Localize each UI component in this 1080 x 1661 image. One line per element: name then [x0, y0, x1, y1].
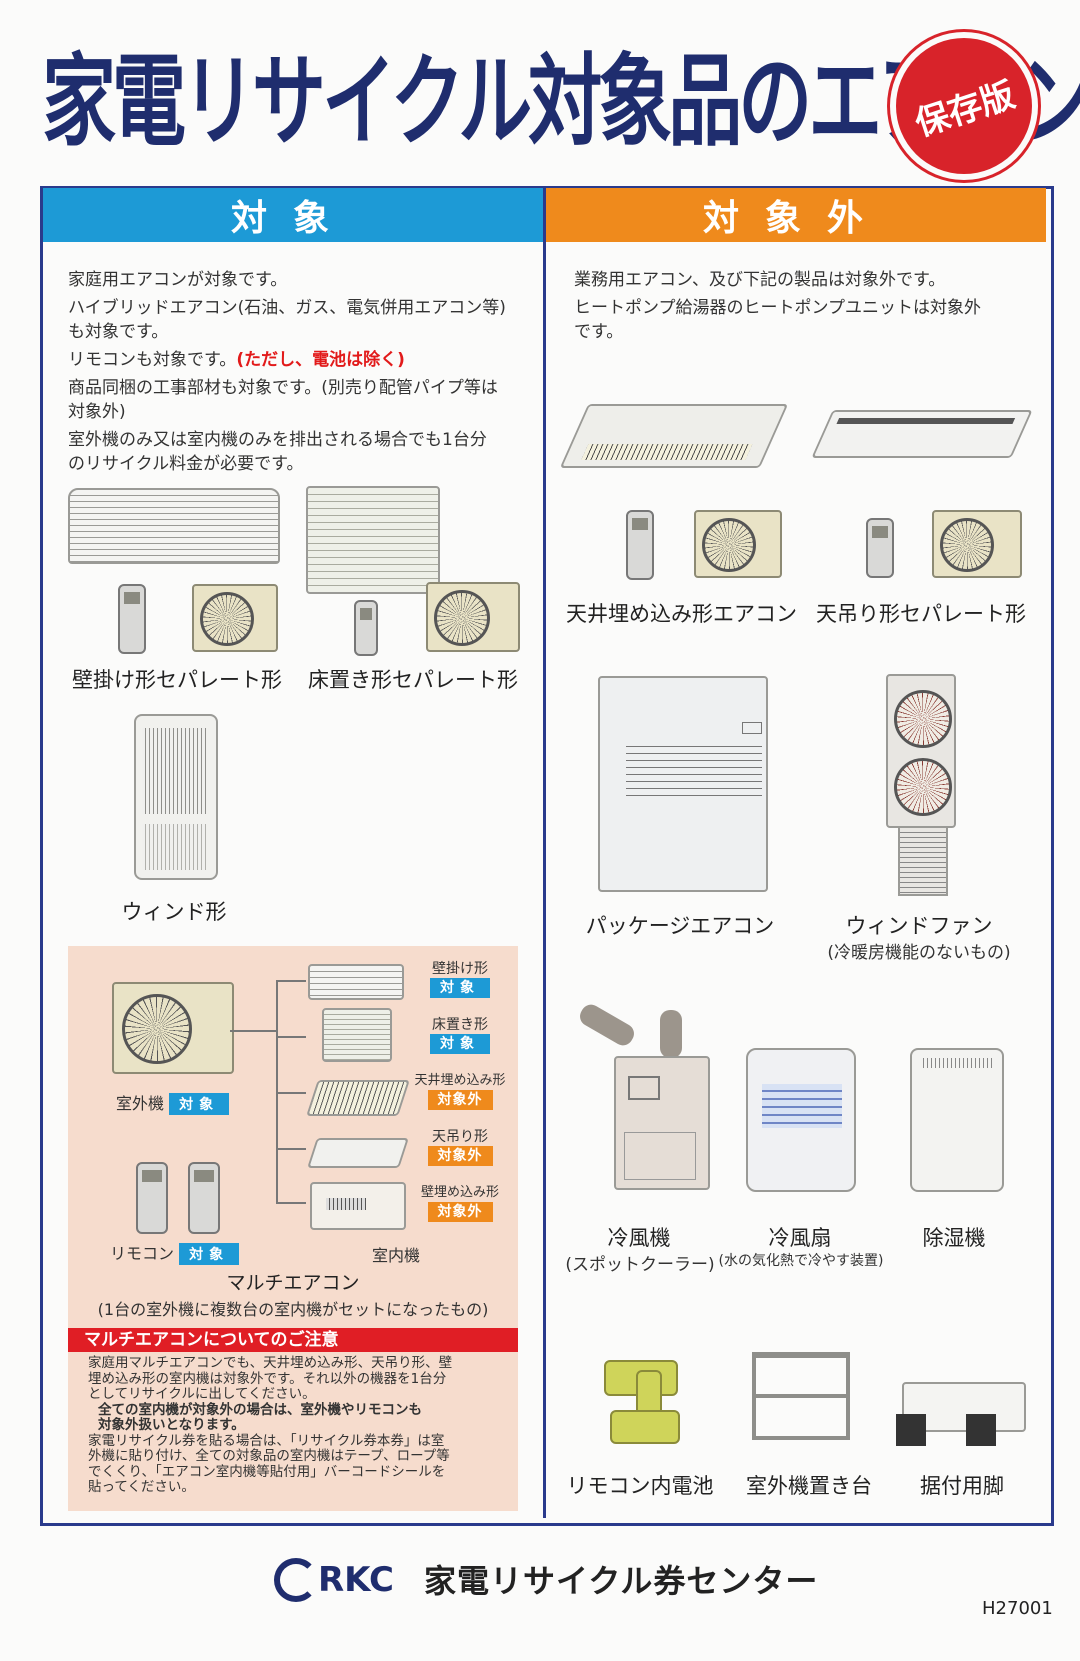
outdoor-unit-image [694, 510, 782, 578]
item-caption: 床置き形セパレート形 [308, 668, 518, 692]
text-line: のリサイクル料金が必要です。 [68, 454, 304, 474]
connector-line [276, 1036, 306, 1038]
document-code: H27001 [982, 1598, 1053, 1619]
notice-line: 対象外扱いとなります。 [98, 1417, 245, 1433]
multi-aircon-subtitle: (1台の室外機に複数台の室内機がセットになったもの) [97, 1300, 489, 1319]
remote-image [188, 1162, 220, 1234]
indoor-ceiling-cassette-image [306, 1080, 410, 1116]
remote-image [136, 1162, 168, 1234]
item-caption: 室外機置き台 [746, 1474, 872, 1498]
battery-image [610, 1410, 680, 1444]
window-fan-image [886, 674, 956, 828]
remote-label: リモコン 対象 [110, 1240, 240, 1265]
notice-line: 家庭用マルチエアコンでも、天井埋め込み形、天吊り形、壁 [88, 1355, 453, 1371]
indoor-type-ceiling-cassette: 天井埋め込み形対象外 [414, 1073, 506, 1110]
text-line: 家庭用エアコンが対象です。 [68, 270, 288, 290]
indoor-unit-label: 室内機 [372, 1246, 421, 1265]
indoor-floor-standing-image [322, 1008, 392, 1062]
column-divider [543, 188, 546, 1518]
item-caption: リモコン内電池 [566, 1474, 714, 1498]
multi-aircon-title: マルチエアコン [226, 1272, 360, 1294]
outdoor-unit-image [426, 582, 520, 652]
text-line: 室外機のみ又は室内機のみを排出される場合でも1台分 [68, 430, 487, 450]
indoor-type-ceiling-suspended: 天吊り形対象外 [410, 1128, 510, 1166]
installation-leg-image [896, 1414, 926, 1446]
item-caption: 据付用脚 [920, 1474, 1004, 1498]
multi-outdoor-unit-image [112, 982, 234, 1074]
non-target-header: 対象外 [546, 188, 1046, 242]
battery-exclusion-note: (ただし、電池は除く) [236, 350, 405, 370]
item-caption: ウィンド形 [121, 900, 227, 924]
text-line: 業務用エアコン、及び下記の製品は対象外です。 [574, 270, 946, 290]
notice-line: 貼ってください。 [88, 1479, 195, 1495]
text-line: 対象外) [68, 402, 126, 422]
notice-line: 外機に貼り付け、全ての対象品の室内機はテープ、ロープ等 [88, 1448, 450, 1464]
item-caption: 天井埋め込み形エアコン [566, 602, 797, 626]
notice-line: 全ての室内機が対象外の場合は、室外機やリモコンも [98, 1401, 422, 1418]
text-line: も対象です。 [68, 322, 169, 342]
text-line: リモコンも対象です。(ただし、電池は除く) [68, 350, 405, 370]
notice-line: 埋め込み形の室内機は対象外です。それ以外の機器を1台分 [88, 1370, 447, 1387]
notice-line: でくくり、「エアコン室内機等貼付用」バーコードシールを [88, 1463, 446, 1480]
indoor-wall-mount-image [308, 964, 404, 1000]
multi-aircon-notice-header: マルチエアコンについてのご注意 [68, 1328, 518, 1352]
evaporative-fan-image [746, 1048, 856, 1192]
page-title: 家電リサイクル対象品のエアコン [42, 43, 1080, 161]
item-caption: パッケージエアコン [585, 914, 775, 938]
organization-name: 家電リサイクル券センター [424, 1562, 819, 1600]
connector-line [276, 1148, 306, 1150]
spot-cooler-image [614, 1056, 710, 1190]
multi-aircon-notice: 家庭用マルチエアコンでも、天井埋め込み形、天吊り形、壁 埋め込み形の室内機は対象… [88, 1355, 508, 1496]
floor-standing-indoor-unit-image [306, 486, 440, 594]
item-caption: 冷風機 [607, 1226, 671, 1250]
item-subcaption: (スポットクーラー) [565, 1255, 715, 1275]
spot-cooler-duct-image [660, 1010, 682, 1058]
item-caption: 壁掛け形セパレート形 [72, 668, 282, 692]
wall-mount-indoor-unit-image [68, 488, 280, 564]
item-subcaption: (水の気化熱で冷やす装置) [718, 1253, 884, 1269]
outdoor-unit-image [932, 510, 1022, 578]
indoor-type-floor-standing: 床置き形対象 [430, 1017, 490, 1054]
text-line: ハイブリッドエアコン(石油、ガス、電気併用エアコン等) [68, 298, 506, 318]
item-caption: 天吊り形セパレート形 [816, 602, 1026, 626]
target-description: 家庭用エアコンが対象です。 ハイブリッドエアコン(石油、ガス、電気併用エアコン等… [68, 268, 538, 476]
remote-image [626, 510, 654, 580]
non-target-description: 業務用エアコン、及び下記の製品は対象外です。 ヒートポンプ給湯器のヒートポンプユ… [574, 268, 1034, 344]
rkc-logo-text: RKC [318, 1560, 394, 1600]
text-line: 商品同梱の工事部材も対象です。(別売り配管パイプ等は [68, 378, 498, 398]
connector-line [276, 980, 278, 1202]
installation-leg-image [966, 1414, 996, 1446]
connector-line [276, 1202, 306, 1204]
item-caption: 除湿機 [922, 1226, 986, 1250]
target-header: 対象 [43, 188, 543, 242]
text-line: ヒートポンプ給湯器のヒートポンプユニットは対象外 [574, 298, 981, 318]
outdoor-unit-label: 室外機 対象 [116, 1090, 230, 1115]
package-aircon-image [598, 676, 768, 892]
outdoor-unit-image [192, 584, 278, 652]
connector-line [276, 1092, 306, 1094]
connector-line [276, 980, 306, 982]
dehumidifier-image [910, 1048, 1004, 1192]
ceiling-suspended-image [811, 410, 1033, 458]
item-caption: ウィンドファン [845, 914, 993, 938]
window-unit-image [134, 714, 218, 880]
connector-line [230, 1030, 276, 1032]
indoor-ceiling-suspended-image [307, 1138, 409, 1168]
remote-image [118, 584, 146, 654]
text-line: です。 [574, 322, 624, 342]
outdoor-stand-image [752, 1352, 850, 1440]
item-caption: 冷風扇 [768, 1226, 832, 1250]
hozonban-stamp: 保存版 [896, 38, 1032, 174]
indoor-wall-embedded-image [310, 1182, 406, 1230]
notice-line: としてリサイクルに出してください。 [88, 1386, 316, 1402]
remote-image [866, 518, 894, 578]
remote-image [354, 600, 378, 656]
indoor-type-wall-mount: 壁掛け形対象 [430, 961, 490, 998]
rkc-logo-icon [274, 1558, 318, 1602]
indoor-type-wall-embedded: 壁埋め込み形対象外 [420, 1185, 499, 1222]
window-fan-panel-image [898, 826, 948, 896]
item-subcaption: (冷暖房機能のないもの) [827, 943, 1011, 963]
ceiling-cassette-image [559, 404, 789, 468]
notice-line: 家電リサイクル券を貼る場合は、「リサイクル券本券」は室 [88, 1432, 445, 1449]
